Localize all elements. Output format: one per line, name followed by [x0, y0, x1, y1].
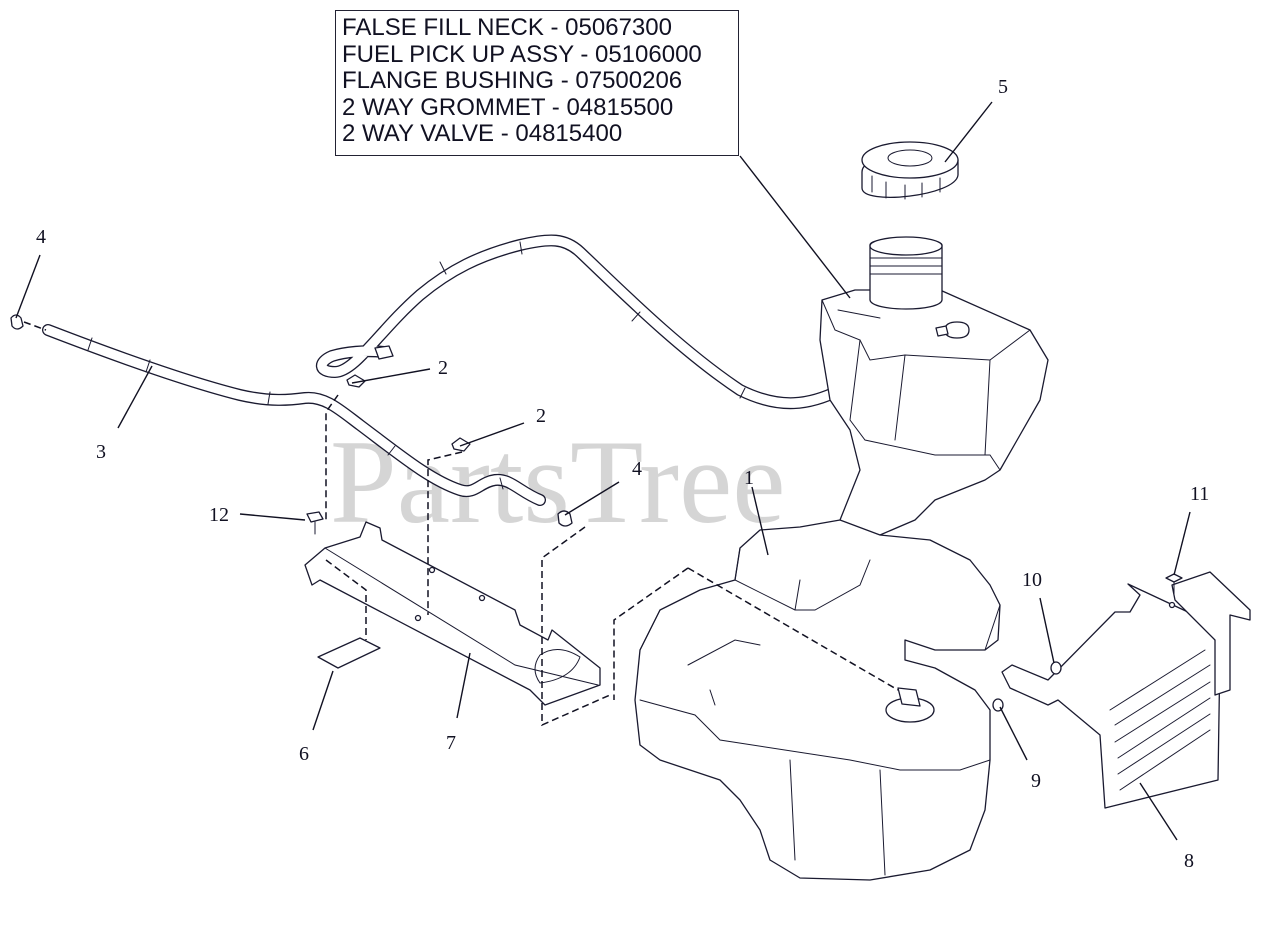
assembly-lines-tank	[613, 567, 899, 700]
note-line-false-fill-neck: FALSE FILL NECK - 05067300	[342, 14, 672, 41]
fuel-cap-5	[861, 141, 959, 200]
callout-1: 1	[744, 467, 754, 489]
note-line-2-way-grommet: 2 WAY GROMMET - 04815500	[342, 93, 674, 121]
callout-12: 12	[209, 504, 229, 526]
note-line-fuel-pick-up-assy: FUEL PICK UP ASSY - 05106000	[342, 40, 702, 68]
watermark-text: PartsTree	[330, 415, 786, 548]
clip-2-lower	[451, 437, 471, 452]
bracket-7	[304, 521, 601, 706]
callout-2-upper: 2	[438, 357, 448, 379]
pad-6	[317, 637, 381, 669]
note-line-2-way-valve: 2 WAY VALVE - 04815400	[342, 120, 623, 147]
clamp-4-right	[557, 510, 573, 527]
callout-9: 9	[1031, 770, 1041, 792]
clip-2-upper	[346, 345, 394, 388]
fuel-tank-1	[634, 236, 1049, 881]
callouts: 5 4 3 2 2 4 12 1 6 7 11 10 9 8	[36, 76, 1209, 872]
callout-11: 11	[1190, 483, 1209, 505]
callout-8: 8	[1184, 850, 1194, 872]
fuel-line-3	[42, 324, 546, 506]
callout-5: 5	[998, 76, 1008, 98]
note-line-flange-bushing: FLANGE BUSHING - 07500206	[342, 67, 683, 94]
watermark: PartsTree TM	[330, 415, 955, 548]
callout-7: 7	[446, 732, 456, 754]
assembly-lines-left	[325, 394, 611, 727]
bolt-11	[1165, 573, 1183, 595]
parts-note-box: FALSE FILL NECK - 05067300 FUEL PICK UP …	[335, 10, 739, 156]
callout-4-right: 4	[632, 458, 642, 480]
callout-2-lower: 2	[536, 405, 546, 427]
callout-3: 3	[96, 441, 106, 463]
callout-6: 6	[299, 743, 309, 765]
callout-10: 10	[1022, 569, 1042, 591]
heat-shield-8	[1001, 571, 1251, 809]
vent-hose	[315, 234, 946, 410]
leader-lines	[15, 101, 1191, 841]
washer-10	[1050, 661, 1062, 675]
callout-4-left: 4	[36, 226, 46, 248]
fitting-12	[306, 511, 324, 535]
clamp-4-left	[10, 314, 47, 331]
